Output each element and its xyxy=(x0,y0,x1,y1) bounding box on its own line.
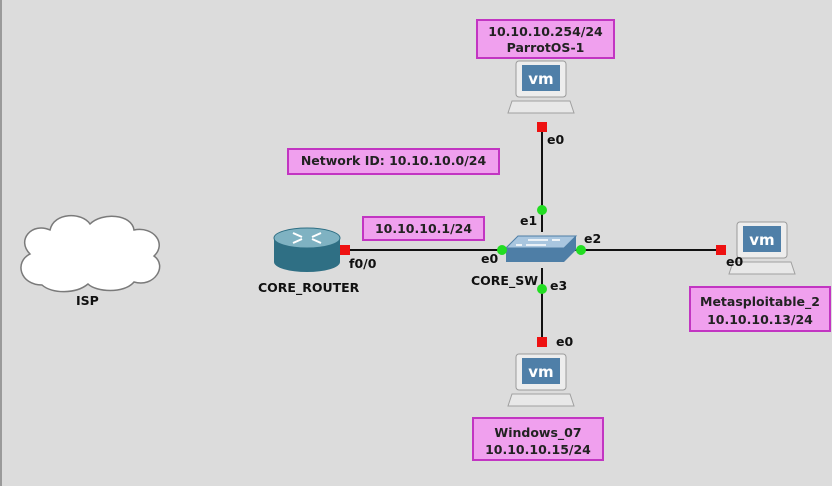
note-parrot-name: ParrotOS-1 xyxy=(506,40,585,55)
router-icon[interactable] xyxy=(273,227,341,272)
port-label-sw-e0: e0 xyxy=(481,251,499,266)
vm-parrot-icon-text: vm xyxy=(528,70,553,88)
port-label-sw-e1: e1 xyxy=(520,213,538,228)
link-indicator-windows-e0 xyxy=(537,337,547,347)
port-label-parrot-e0: e0 xyxy=(547,132,565,147)
node-label-core-sw: CORE_SW xyxy=(471,273,539,288)
cloud-icon[interactable] xyxy=(20,215,161,293)
note-metasploitable[interactable]: Metasploitable_2 10.10.10.13/24 xyxy=(689,286,831,332)
note-meta-name: Metasploitable_2 xyxy=(700,294,820,309)
switch-icon[interactable] xyxy=(504,235,578,262)
vm-meta-icon[interactable]: vm xyxy=(728,221,796,275)
vm-parrot-icon[interactable]: vm xyxy=(507,60,575,114)
port-label-sw-e3: e3 xyxy=(550,278,568,293)
port-label-router-f0: f0/0 xyxy=(349,256,377,271)
note-windows-name: Windows_07 xyxy=(494,425,582,440)
vm-meta-icon-text: vm xyxy=(749,231,774,249)
note-windows-ip: 10.10.10.15/24 xyxy=(485,442,591,457)
note-router-ip-text: 10.10.10.1/24 xyxy=(374,221,473,236)
link-indicator-sw-e3 xyxy=(537,284,547,294)
note-parrot[interactable]: 10.10.10.254/24 ParrotOS-1 xyxy=(476,19,615,59)
note-parrot-ip: 10.10.10.254/24 xyxy=(488,24,603,39)
note-router-ip[interactable]: 10.10.10.1/24 xyxy=(362,216,485,241)
vm-windows-icon[interactable]: vm xyxy=(507,353,575,407)
link-indicator-sw-e1 xyxy=(537,205,547,215)
note-network-id-text: Network ID: 10.10.10.0/24 xyxy=(300,153,487,168)
note-windows[interactable]: Windows_07 10.10.10.15/24 xyxy=(472,417,604,461)
node-label-isp: ISP xyxy=(76,293,99,308)
note-meta-ip: 10.10.10.13/24 xyxy=(707,312,813,327)
link-indicator-meta-e0 xyxy=(716,245,726,255)
link-indicator-parrot-e0 xyxy=(537,122,547,132)
link-indicator-sw-e0 xyxy=(497,245,507,255)
note-network-id[interactable]: Network ID: 10.10.10.0/24 xyxy=(287,148,500,175)
node-label-core-router: CORE_ROUTER xyxy=(258,280,360,295)
port-label-sw-e2: e2 xyxy=(584,231,602,246)
vm-windows-icon-text: vm xyxy=(528,363,553,381)
port-label-windows-e0: e0 xyxy=(556,334,574,349)
link-indicator-sw-e2 xyxy=(576,245,586,255)
link-indicator-router-f0 xyxy=(340,245,350,255)
port-label-meta-e0: e0 xyxy=(726,254,744,269)
